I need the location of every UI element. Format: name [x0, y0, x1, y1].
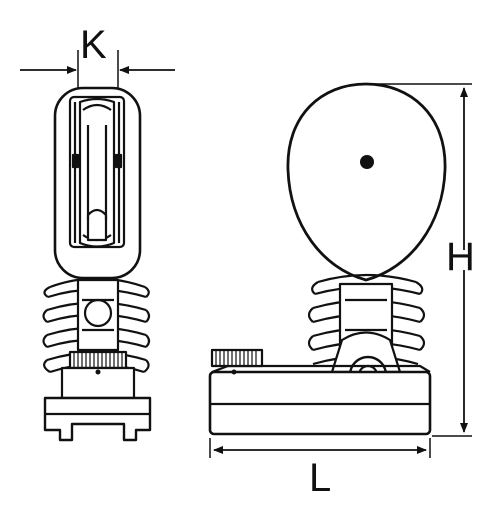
dimension-label-h: H	[446, 235, 475, 279]
front-swivel-pin	[83, 298, 113, 328]
l-dimension-line	[209, 438, 431, 458]
side-axle-pin	[360, 155, 374, 169]
side-cheek-plate	[286, 82, 447, 282]
dimension-label-l: L	[309, 456, 332, 500]
front-track-slide	[43, 396, 152, 442]
side-view	[208, 82, 472, 458]
h-dimension-line	[370, 83, 472, 437]
front-view	[20, 50, 175, 442]
dimension-label-k: K	[80, 23, 107, 67]
